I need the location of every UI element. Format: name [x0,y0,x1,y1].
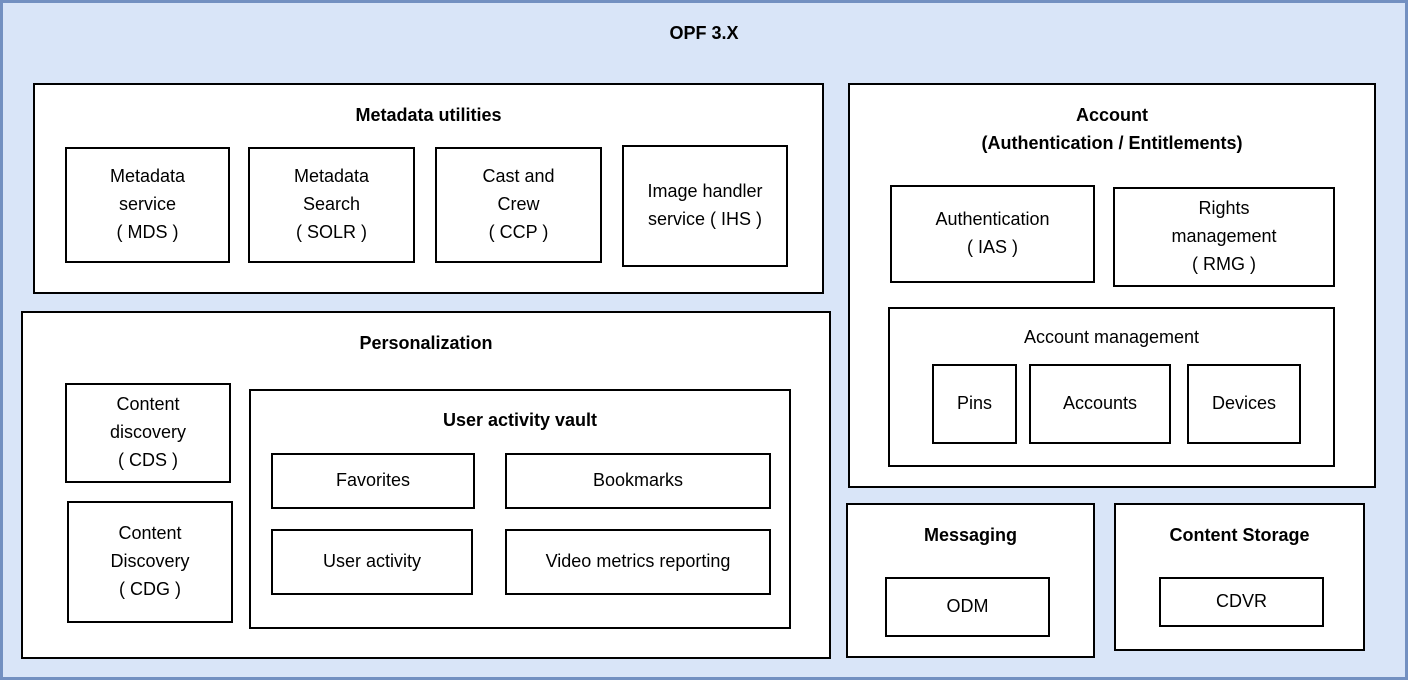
node-label: Content Discovery ( CDG ) [110,523,190,599]
personalization-title: Personalization [359,333,493,353]
user-activity-vault-group: User activity vault Favorites Bookmarks … [249,389,791,629]
node-label: CDVR [1215,591,1267,612]
account-title: Account (Authentication / Entitlements) [981,105,1243,153]
node-video-metrics-reporting: Video metrics reporting [505,529,771,595]
node-image-handler-service-ihs: Image handler service ( IHS ) [622,145,788,267]
node-label: Image handler service ( IHS ) [647,181,763,229]
node-pins: Pins [932,364,1017,444]
node-bookmarks: Bookmarks [505,453,771,509]
account-management-title: Account management [1023,327,1200,347]
messaging-section: Messaging ODM [846,503,1095,658]
node-cdvr: CDVR [1159,577,1324,627]
node-label: Favorites [335,470,411,491]
node-label: Accounts [1062,393,1138,414]
node-label: ODM [946,596,989,617]
node-user-activity: User activity [271,529,473,595]
node-label: Rights management ( RMG ) [1171,198,1277,274]
node-metadata-service-mds: Metadata service ( MDS ) [65,147,230,263]
node-label: Pins [956,393,992,414]
node-label: Devices [1211,393,1277,414]
account-section: Account (Authentication / Entitlements) … [848,83,1376,488]
metadata-utilities-section: Metadata utilities Metadata service ( MD… [33,83,824,294]
node-label: Authentication ( IAS ) [935,209,1050,257]
node-authentication-ias: Authentication ( IAS ) [890,185,1095,283]
node-odm: ODM [885,577,1050,637]
node-label: Video metrics reporting [545,551,731,572]
node-label: Bookmarks [592,470,684,491]
node-favorites: Favorites [271,453,475,509]
metadata-utilities-title: Metadata utilities [355,105,502,125]
node-content-discovery-cdg: Content Discovery ( CDG ) [67,501,233,623]
node-cast-and-crew-ccp: Cast and Crew ( CCP ) [435,147,602,263]
node-content-discovery-cds: Content discovery ( CDS ) [65,383,231,483]
node-rights-management-rmg: Rights management ( RMG ) [1113,187,1335,287]
node-label: Metadata Search ( SOLR ) [293,166,370,242]
user-activity-vault-title: User activity vault [442,410,598,430]
node-devices: Devices [1187,364,1301,444]
node-label: Content discovery ( CDS ) [109,394,187,470]
diagram-title: OPF 3.X [669,23,739,43]
account-management-group: Account management Pins Accounts Devices [888,307,1335,467]
messaging-title: Messaging [923,525,1018,545]
personalization-section: Personalization Content discovery ( CDS … [21,311,831,659]
node-label: Metadata service ( MDS ) [109,166,186,242]
node-label: Cast and Crew ( CCP ) [482,166,555,242]
content-storage-section: Content Storage CDVR [1114,503,1365,651]
node-label: User activity [322,551,421,572]
node-accounts: Accounts [1029,364,1171,444]
node-metadata-search-solr: Metadata Search ( SOLR ) [248,147,415,263]
content-storage-title: Content Storage [1169,525,1310,545]
